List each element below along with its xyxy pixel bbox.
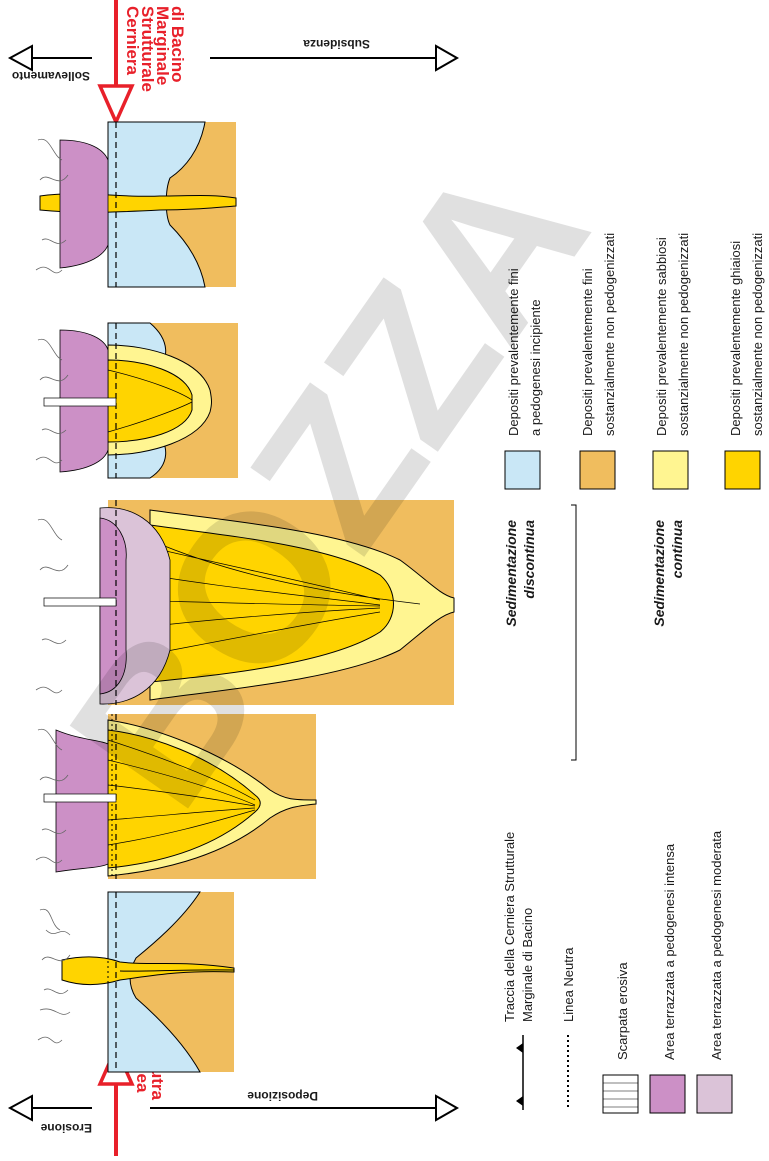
group-continua-line-2: continua <box>669 520 685 579</box>
label-deposizione: Deposizione <box>247 1089 318 1103</box>
legend-intensa: Area terrazzata a pedogenesi intensa <box>662 843 677 1060</box>
label-sollevamento: Sollevamento <box>12 69 90 83</box>
label-erosione: Erosione <box>40 1121 92 1135</box>
legend-cerniera-line-1: Traccia della Cerniera Strutturale <box>502 832 517 1022</box>
group-discontinua-line-2: discontinua <box>521 520 537 599</box>
legend-swatch-gravelly <box>725 451 760 489</box>
legend-symbol-scarpata <box>603 1075 638 1113</box>
legend-swatch-sandy <box>653 451 688 489</box>
group-discontinua-line-1: Sedimentazione <box>503 520 519 627</box>
fan-stage-5 <box>36 122 236 287</box>
legend-cerniera-line-2: Marginale di Bacino <box>520 908 535 1022</box>
legend-bracket-continua <box>571 505 576 760</box>
legend-lines: Traccia della Cerniera Strutturale Margi… <box>502 830 732 1113</box>
legend-linea-neutra: Linea Neutra <box>561 947 576 1022</box>
fan-stage-1 <box>38 892 234 1072</box>
legend-scarpata: Scarpata erosiva <box>615 962 630 1060</box>
legend-swatch-fine-incipient <box>505 451 540 489</box>
group-continua-line-1: Sedimentazione <box>651 520 667 627</box>
legend-dep-3-line-1: Depositi prevalentemente sabbiosi <box>654 237 669 436</box>
legend-symbol-moderata <box>697 1075 732 1113</box>
label-subsidenza: Subsidenza <box>303 37 370 51</box>
marker-cerniera: Cerniera Strutturale Marginale di Bacino <box>100 0 187 122</box>
legend-dep-3-line-2: sostanzialmente non pedogenizzati <box>676 233 691 436</box>
legend-moderata: Area terrazzata a pedogenesi moderata <box>709 830 724 1060</box>
cerniera-line-4: di Bacino <box>168 6 187 83</box>
top-axis-arrow: Sollevamento Subsidenza <box>10 37 457 83</box>
legend-dep-4-line-2: sostanzialmente non pedogenizzati <box>750 233 765 436</box>
legend-symbol-intensa <box>650 1075 685 1113</box>
legend-dep-4-line-1: Depositi prevalentemente ghiaiosi <box>728 241 743 436</box>
legend-swatch-fine-non-pedo <box>580 451 615 489</box>
legend-symbol-cerniera <box>516 1035 523 1110</box>
bottom-axis-arrow: Erosione Deposizione <box>10 1089 457 1135</box>
